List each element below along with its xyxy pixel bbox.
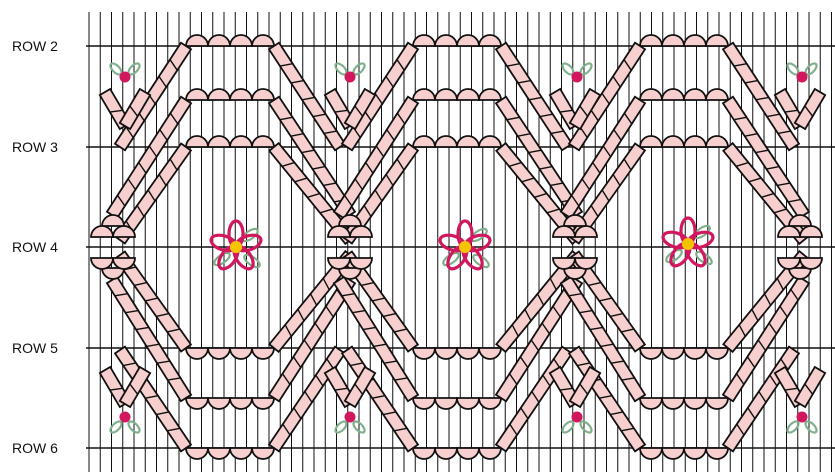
cable-stitch <box>684 35 706 46</box>
bud-icon <box>561 412 594 435</box>
cable-stitch <box>706 89 728 100</box>
bud-center <box>572 72 583 83</box>
cable-stitch <box>662 398 684 409</box>
cable-stitch <box>684 398 706 409</box>
cable-stitch <box>230 35 252 46</box>
wave-stitch <box>342 43 418 151</box>
cable-stitch <box>230 89 252 100</box>
cable-stitch <box>413 35 435 46</box>
cable-stitch <box>640 89 662 100</box>
bud-center <box>797 412 808 423</box>
cable-stitch <box>186 398 208 409</box>
cable-stitch <box>252 89 274 100</box>
bud-center <box>345 412 356 423</box>
cable-stitch <box>186 136 208 147</box>
row-label-4: ROW 4 <box>12 239 58 255</box>
bud-center <box>120 412 131 423</box>
cable-stitch <box>706 136 728 147</box>
cable-stitch <box>252 348 274 359</box>
bud-icon <box>561 62 594 83</box>
row-label-2: ROW 2 <box>12 38 58 54</box>
cable-stitch <box>186 348 208 359</box>
wave-stitch <box>115 43 191 151</box>
cable-stitch <box>706 448 728 459</box>
cable-stitch <box>706 348 728 359</box>
cable-stitch <box>252 35 274 46</box>
cable-stitch <box>91 226 113 237</box>
cable-stitch <box>662 348 684 359</box>
cable-stitch <box>208 35 230 46</box>
cable-stitch <box>435 35 457 46</box>
cable-stitch <box>662 35 684 46</box>
cable-stitch <box>435 136 457 147</box>
large-flower-icon <box>209 221 263 272</box>
cable-stitch <box>413 348 435 359</box>
flower-center <box>459 241 471 253</box>
bud-icon <box>334 62 367 83</box>
bud-icon <box>109 412 142 435</box>
row-label-5: ROW 5 <box>12 340 58 356</box>
large-flower-icon <box>661 218 715 269</box>
cable-stitch <box>435 89 457 100</box>
embroidered-flowers <box>109 62 819 435</box>
cable-stitch <box>252 448 274 459</box>
cable-stitch <box>684 89 706 100</box>
cable-stitch <box>413 89 435 100</box>
cable-stitch <box>640 136 662 147</box>
cable-stitch <box>413 398 435 409</box>
cable-stitch <box>413 136 435 147</box>
bud-icon <box>786 62 819 83</box>
leaf <box>804 420 819 435</box>
bud-icon <box>109 62 142 83</box>
cable-stitch <box>640 35 662 46</box>
cable-stitch <box>706 398 728 409</box>
cable-stitch <box>230 136 252 147</box>
large-flower-icon <box>438 221 492 272</box>
cable-stitch <box>208 136 230 147</box>
cable-stitch <box>102 268 124 279</box>
cable-stitch <box>252 136 274 147</box>
row-label-3: ROW 3 <box>12 139 58 155</box>
leaf <box>109 420 124 435</box>
row-label-6: ROW 6 <box>12 440 58 456</box>
bud-center <box>120 72 131 83</box>
cable-stitch <box>186 89 208 100</box>
cable-stitch <box>230 398 252 409</box>
cable-stitch <box>102 215 124 226</box>
flower-center <box>682 238 694 250</box>
cable-stitch <box>252 398 274 409</box>
cable-stitch <box>706 35 728 46</box>
cable-stitch <box>208 398 230 409</box>
leaf <box>579 420 594 435</box>
cable-stitch <box>208 89 230 100</box>
cable-stitch <box>640 448 662 459</box>
bud-center <box>797 72 808 83</box>
cable-stitch <box>435 448 457 459</box>
cable-stitch <box>662 448 684 459</box>
cable-stitch <box>208 448 230 459</box>
cable-stitch <box>800 226 822 237</box>
bud-center <box>345 72 356 83</box>
cable-stitch <box>684 136 706 147</box>
bud-icon <box>334 412 367 435</box>
bud-center <box>572 412 583 423</box>
cable-stitch <box>662 136 684 147</box>
cable-stitch <box>186 35 208 46</box>
cable-stitch <box>640 348 662 359</box>
cable-stitch <box>186 448 208 459</box>
leaf <box>334 420 349 435</box>
cable-stitch <box>413 448 435 459</box>
cable-stitch <box>208 348 230 359</box>
cable-stitch <box>640 398 662 409</box>
cable-stitch <box>435 348 457 359</box>
bud-icon <box>786 412 819 435</box>
cable-stitch <box>230 448 252 459</box>
flower-center <box>230 241 242 253</box>
cable-stitch <box>684 448 706 459</box>
cable-stitch <box>230 348 252 359</box>
cable-stitch <box>684 348 706 359</box>
cable-stitch <box>435 398 457 409</box>
cable-stitch <box>662 89 684 100</box>
